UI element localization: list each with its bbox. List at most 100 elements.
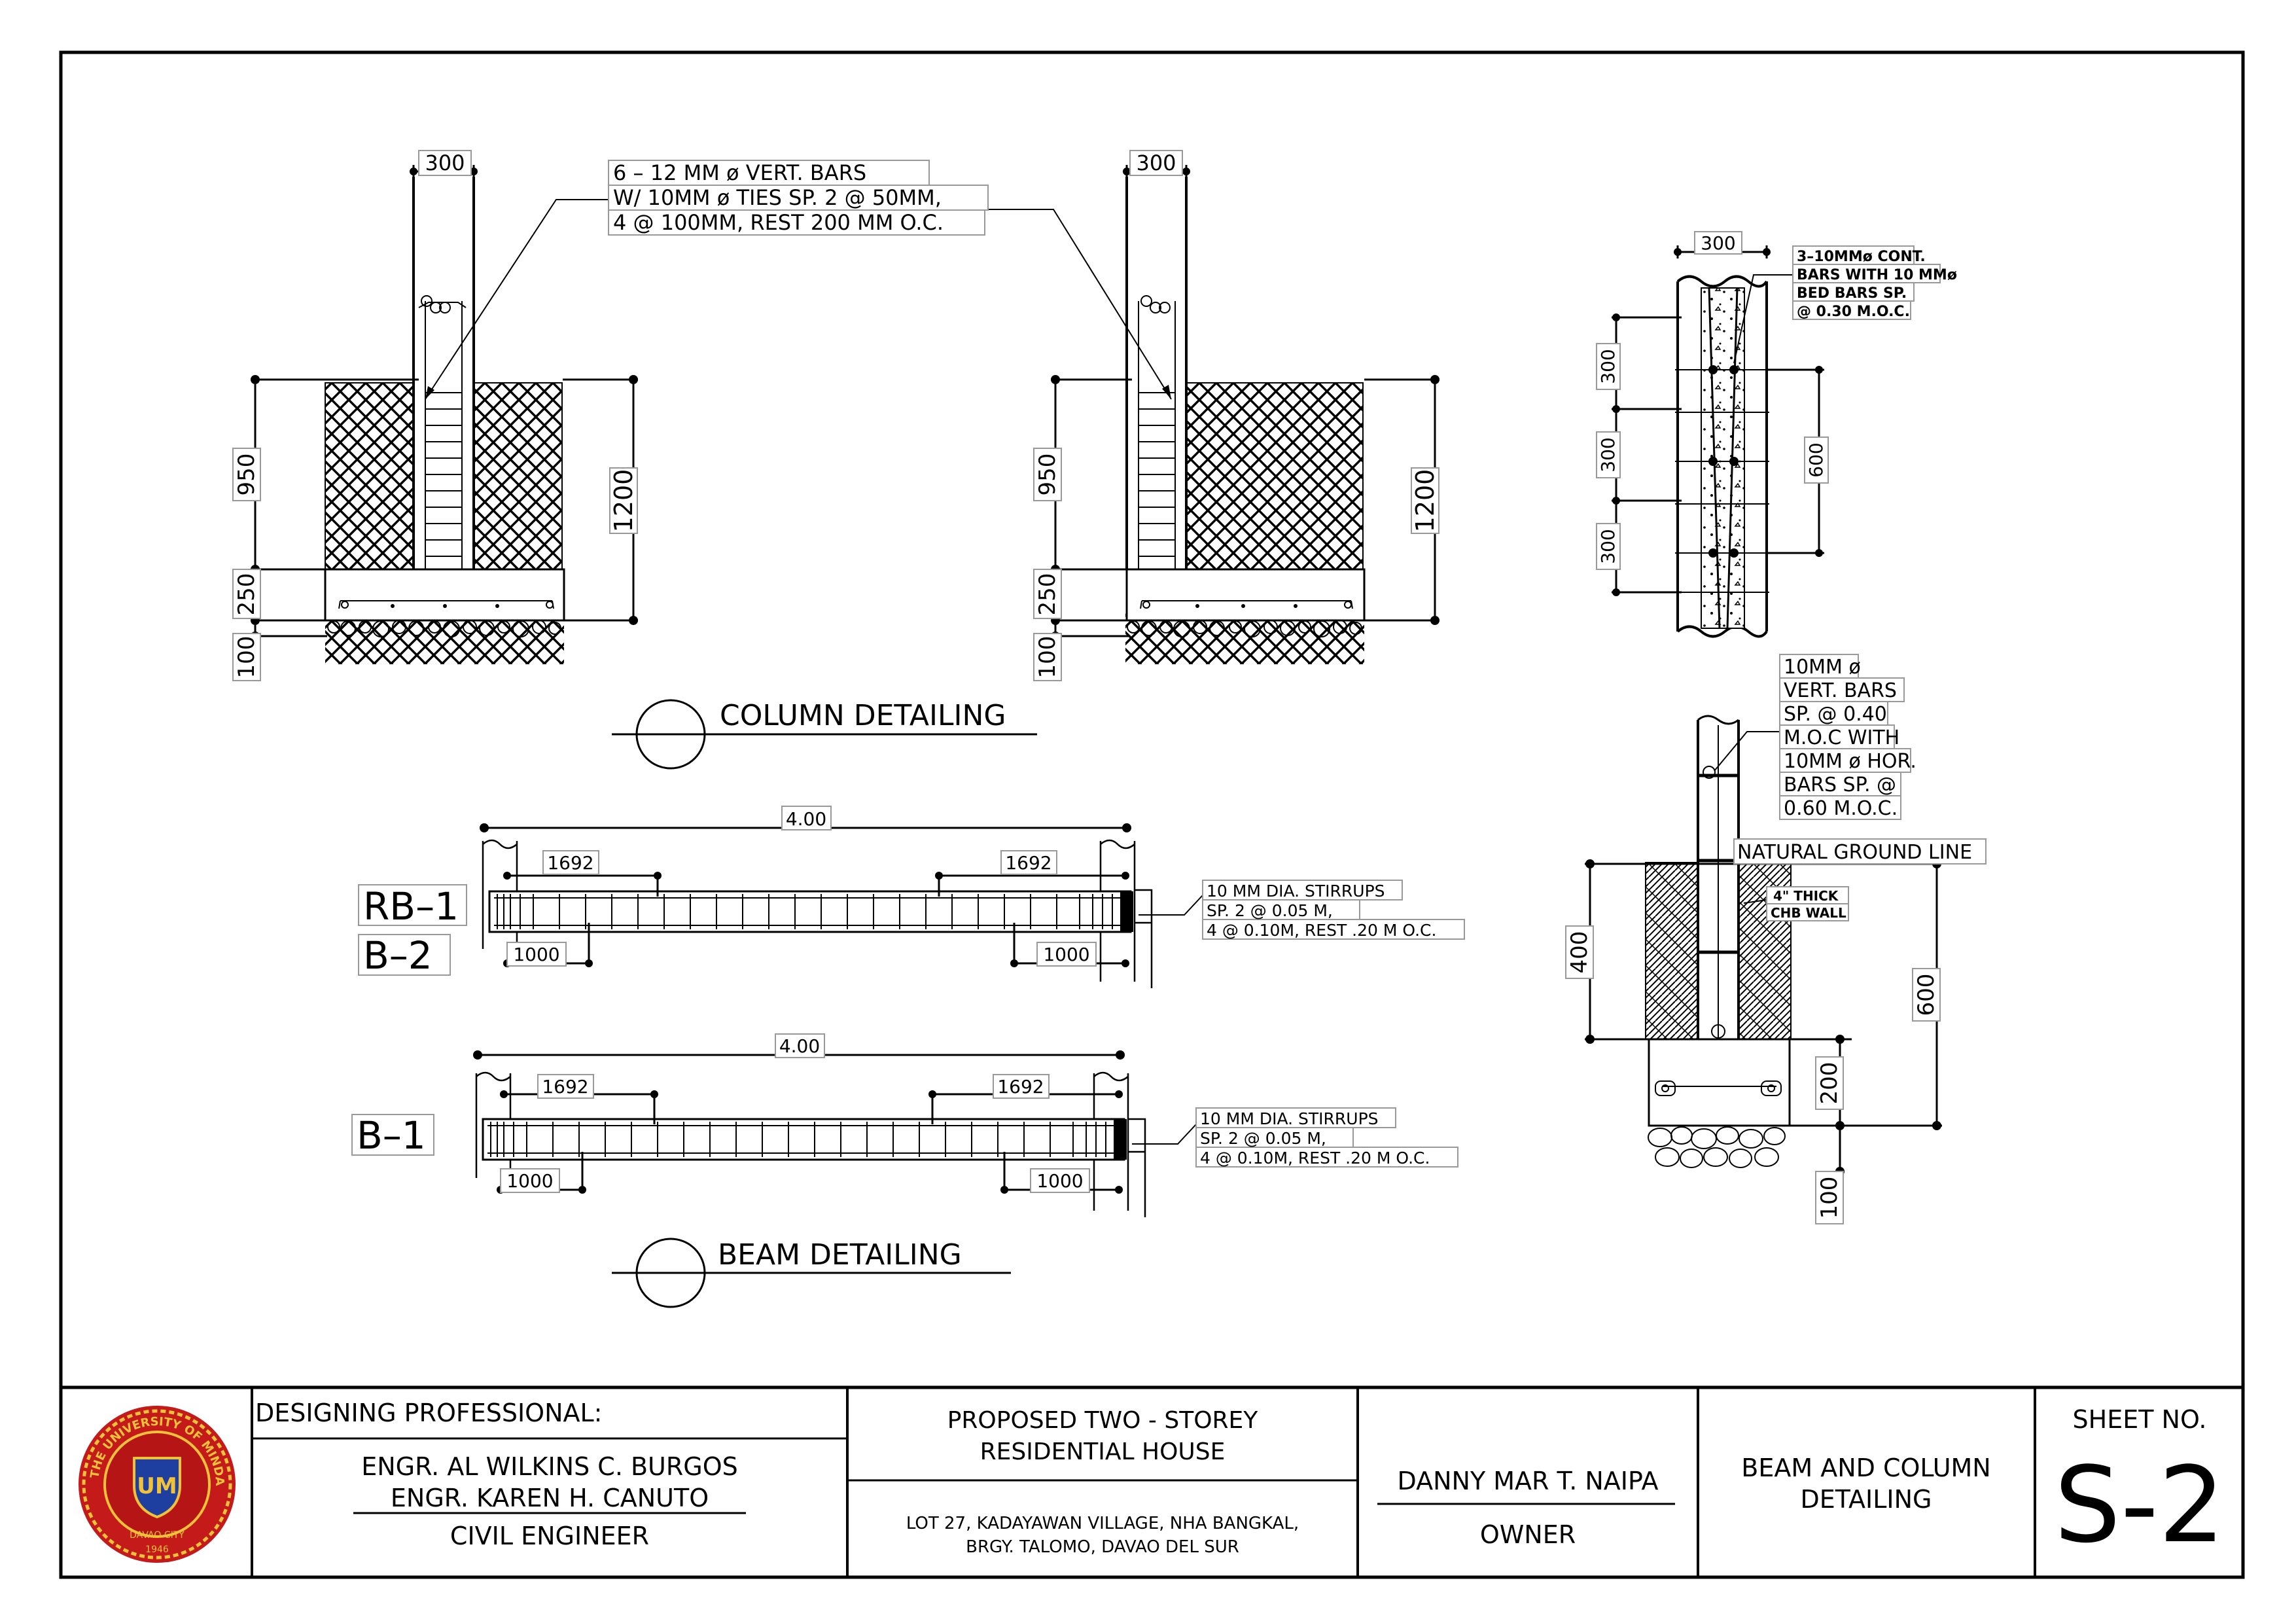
column-detailing-title: COLUMN DETAILING [612, 699, 1037, 770]
engineer-role: CIVIL ENGINEER [450, 1522, 649, 1550]
note-line: SP. 2 @ 0.05 M, [1200, 1129, 1326, 1148]
wall-footing-detail: 400 600 200 100 10MM ø VERT. BARS SP. @ … [1565, 654, 1987, 1224]
dim-top-bar: 1692 [542, 1076, 588, 1097]
note-line: CHB WALL [1771, 905, 1846, 921]
note-line: 3–10MMø CONT. [1797, 249, 1926, 265]
note-line: M.O.C WITH [1784, 726, 1899, 749]
dim-bottom-bar: 1000 [506, 1170, 553, 1192]
dim-depth: 400 [1566, 931, 1593, 974]
sheet-title: BEAM AND COLUMN [1741, 1454, 1990, 1482]
callout-line: W/ 10MM ø TIES SP. 2 @ 50MM, [613, 185, 942, 210]
callout-line: 6 – 12 MM ø VERT. BARS [613, 160, 866, 185]
engineer-name: ENGR. KAREN H. CANUTO [391, 1484, 709, 1512]
title-block: UM THE UNIVERSITY OF MINDANAO DAVAO CITY… [0, 0, 2243, 1577]
note-line: 4 @ 0.10M, REST .20 M O.C. [1200, 1149, 1430, 1168]
dim-embed: 950 [234, 454, 260, 496]
dim-top: 300 [1136, 151, 1176, 175]
dim-spacing: 300 [1597, 529, 1619, 563]
beam-stirrups [490, 1122, 1106, 1157]
title-text: BEAM DETAILING [718, 1238, 962, 1272]
dim-total: 1200 [1411, 469, 1439, 533]
dim-embed: 950 [1034, 454, 1061, 496]
note-line: BARS WITH 10 MMø [1797, 267, 1957, 283]
beam-stirrups [497, 894, 1113, 929]
dim-height: 600 [1805, 442, 1827, 477]
gravel-bed [1648, 1126, 1786, 1168]
callout-leader [425, 199, 609, 400]
dim-top: 300 [1701, 232, 1735, 254]
seal-text: DAVAO CITY [130, 1530, 185, 1541]
sheet-number-label: SHEET NO. [2073, 1405, 2207, 1434]
column-ties [425, 392, 462, 557]
wall-footing [1648, 1038, 1791, 1127]
university-seal: UM THE UNIVERSITY OF MINDANAO DAVAO CITY… [0, 0, 236, 1563]
dim-height: 600 [1913, 974, 1939, 1016]
dim-top-bar: 1692 [1005, 852, 1051, 874]
dim-top: 300 [425, 151, 465, 175]
beam-detailing-title: BEAM DETAILING [612, 1238, 1011, 1308]
seal-text: 1946 [145, 1544, 169, 1555]
beam-label: B–1 [357, 1113, 426, 1158]
dim-bottom-bar: 1000 [1043, 944, 1089, 965]
owner-label: OWNER [1480, 1520, 1576, 1549]
project-address: LOT 27, KADAYAWAN VILLAGE, NHA BANGKAL, [906, 1514, 1299, 1533]
callout-leader [1733, 274, 1793, 364]
owner-name: DANNY MAR T. NAIPA [1398, 1467, 1659, 1495]
column-bar-callout: 6 – 12 MM ø VERT. BARS W/ 10MM ø TIES SP… [608, 160, 989, 236]
note-line: BARS SP. @ [1784, 774, 1896, 796]
ground-line-label: NATURAL GROUND LINE [1737, 841, 1972, 864]
dim-footing: 200 [1816, 1062, 1843, 1105]
footing [324, 568, 565, 622]
note-line: 4" THICK [1773, 888, 1839, 904]
dim-top-bar: 1692 [547, 852, 593, 874]
soil-hatch [1186, 382, 1364, 570]
soil-hatch [473, 382, 563, 570]
engineer-name: ENGR. AL WILKINS C. BURGOS [361, 1452, 738, 1481]
dim-gravel: 100 [1816, 1177, 1843, 1219]
backfill-hatch [1645, 862, 1699, 1040]
dim-footing: 250 [234, 573, 260, 616]
dim-spacing: 300 [1597, 437, 1619, 472]
beam-label: B–2 [363, 933, 433, 978]
note-line: 10 MM DIA. STIRRUPS [1200, 1109, 1379, 1128]
grout-fill [1701, 287, 1745, 629]
seal-text: THE UNIVERSITY OF MINDANAO [0, 0, 226, 1486]
gravel-bed [1127, 620, 1362, 637]
note-line: BED BARS SP. [1797, 285, 1907, 302]
beam-rb1-b2: 4.00 1692 1692 1000 1000 RB–1 B–2 10 MM … [358, 806, 1465, 988]
gravel-bed [327, 620, 561, 637]
column-detail-right: 300 950 250 100 1200 [985, 150, 1439, 681]
note-line: SP. @ 0.40 [1784, 703, 1887, 726]
dim-span: 4.00 [786, 808, 826, 830]
column-stub [412, 177, 475, 569]
project-address: BRGY. TALOMO, DAVAO DEL SUR [966, 1537, 1239, 1557]
sheet-title: DETAILING [1801, 1485, 1932, 1514]
dim-gravel: 100 [234, 636, 260, 679]
beam-label: RB–1 [363, 884, 459, 929]
note-line: 0.60 M.O.C. [1784, 797, 1898, 820]
note-line: VERT. BARS [1784, 679, 1897, 702]
dim-bottom-bar: 1000 [513, 944, 559, 965]
project-title: RESIDENTIAL HOUSE [980, 1438, 1226, 1465]
dim-top-bar: 1692 [997, 1076, 1044, 1097]
chb-wall-section: 300 300 300 300 600 3–10MMø CONT. BARS W… [1596, 231, 1957, 638]
designing-label: DESIGNING PROFESSIONAL: [255, 1399, 602, 1427]
dim-total: 1200 [609, 469, 638, 533]
callout-leader [985, 209, 1172, 400]
sheet-border [59, 50, 2245, 1579]
callout-line: 4 @ 100MM, REST 200 MM O.C. [613, 210, 944, 235]
footing [1125, 568, 1366, 622]
callout-leader [1714, 731, 1783, 772]
note-line: SP. 2 @ 0.05 M, [1207, 901, 1333, 920]
sheet-number: S-2 [2054, 1444, 2225, 1566]
note-line: 10MM ø [1784, 656, 1861, 679]
dim-footing: 250 [1034, 573, 1061, 616]
beam-b1: 4.00 1692 1692 1000 1000 B–1 10 MM DIA. … [351, 1033, 1458, 1217]
dim-bottom-bar: 1000 [1036, 1170, 1083, 1192]
note-line: 10 MM DIA. STIRRUPS [1207, 882, 1385, 901]
dim-gravel: 100 [1034, 636, 1061, 679]
dim-span: 4.00 [779, 1035, 820, 1057]
seal-monogram: UM [137, 1473, 177, 1499]
soil-hatch [325, 382, 414, 570]
